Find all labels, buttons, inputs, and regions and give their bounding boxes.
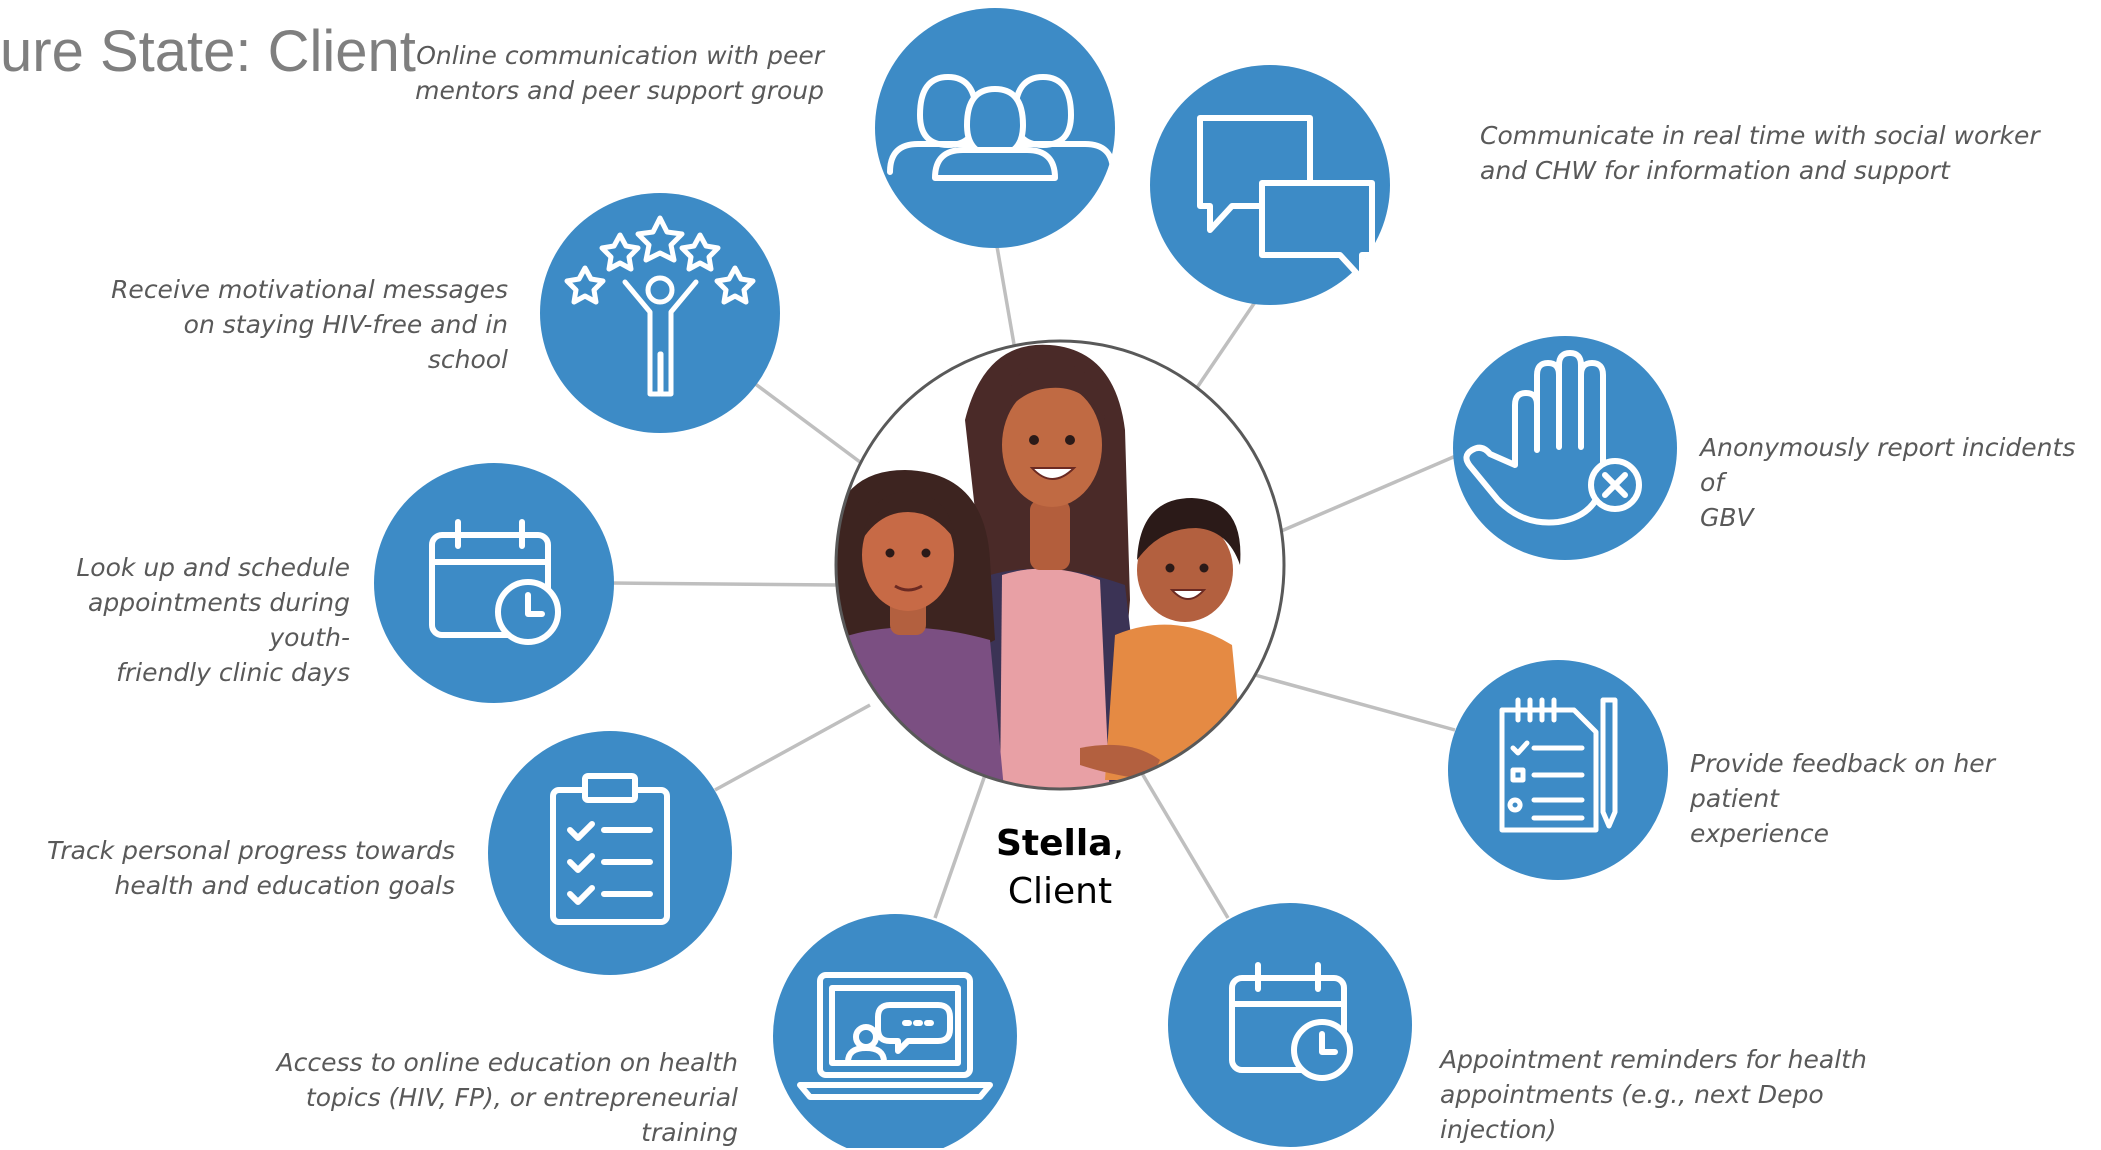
feature-node-feedback	[1448, 660, 1668, 880]
connector-lines	[609, 234, 1459, 919]
feature-caption: Look up and schedule appointments during…	[76, 553, 350, 687]
connector-line	[1254, 673, 1456, 732]
chat-bubbles-icon	[1197, 115, 1375, 282]
feature-node-schedule	[374, 463, 614, 703]
calendar-clock-icon	[1229, 962, 1353, 1081]
feature-caption: Access to online education on health top…	[276, 1048, 738, 1147]
connector-line	[609, 581, 837, 587]
feature-node-online-education	[773, 914, 1017, 1148]
name-comma: ,	[1112, 823, 1124, 864]
feature-node-peer-mentors	[875, 8, 1116, 248]
calendar-clock-icon	[429, 519, 561, 645]
feature-caption: Communicate in real time with social wor…	[1480, 121, 2040, 185]
connector-line	[1138, 769, 1230, 919]
stars-person-icon	[564, 215, 756, 397]
feature-caption: Anonymously report incidents of GBV	[1700, 433, 2076, 532]
feature-caption: Online communication with peer mentors a…	[415, 41, 824, 105]
feature-caption: Appointment reminders for health appoint…	[1440, 1045, 1867, 1144]
laptop-chat-icon	[797, 972, 993, 1100]
peer-group-icon	[887, 74, 1116, 181]
connector-line	[933, 774, 987, 919]
client-name: Stella	[996, 823, 1113, 864]
feature-node-motivational	[540, 193, 780, 433]
feedback-form-icon	[1499, 697, 1618, 833]
feature-caption: Track personal progress towards health a…	[46, 836, 455, 900]
feature-node-real-time	[1150, 65, 1390, 305]
connector-line	[1271, 453, 1459, 537]
feature-node-reminders	[1168, 903, 1412, 1147]
feature-node-track-progress	[488, 731, 732, 975]
feature-caption: Receive motivational messages on staying…	[111, 275, 508, 374]
stop-hand-icon	[1463, 350, 1642, 526]
checklist-clipboard-icon	[550, 773, 670, 925]
page-title: ure State: Client	[0, 19, 416, 84]
center-portrait	[834, 339, 1286, 791]
connector-line	[714, 703, 871, 792]
feature-nodes	[374, 8, 1677, 1148]
connector-line	[993, 234, 1017, 351]
connector-line	[748, 378, 862, 464]
feature-caption: Provide feedback on her patient experien…	[1690, 749, 1995, 848]
feature-node-report-gbv	[1453, 336, 1677, 560]
center-label: Stella, Client	[955, 820, 1165, 916]
client-role: Client	[1007, 871, 1113, 912]
